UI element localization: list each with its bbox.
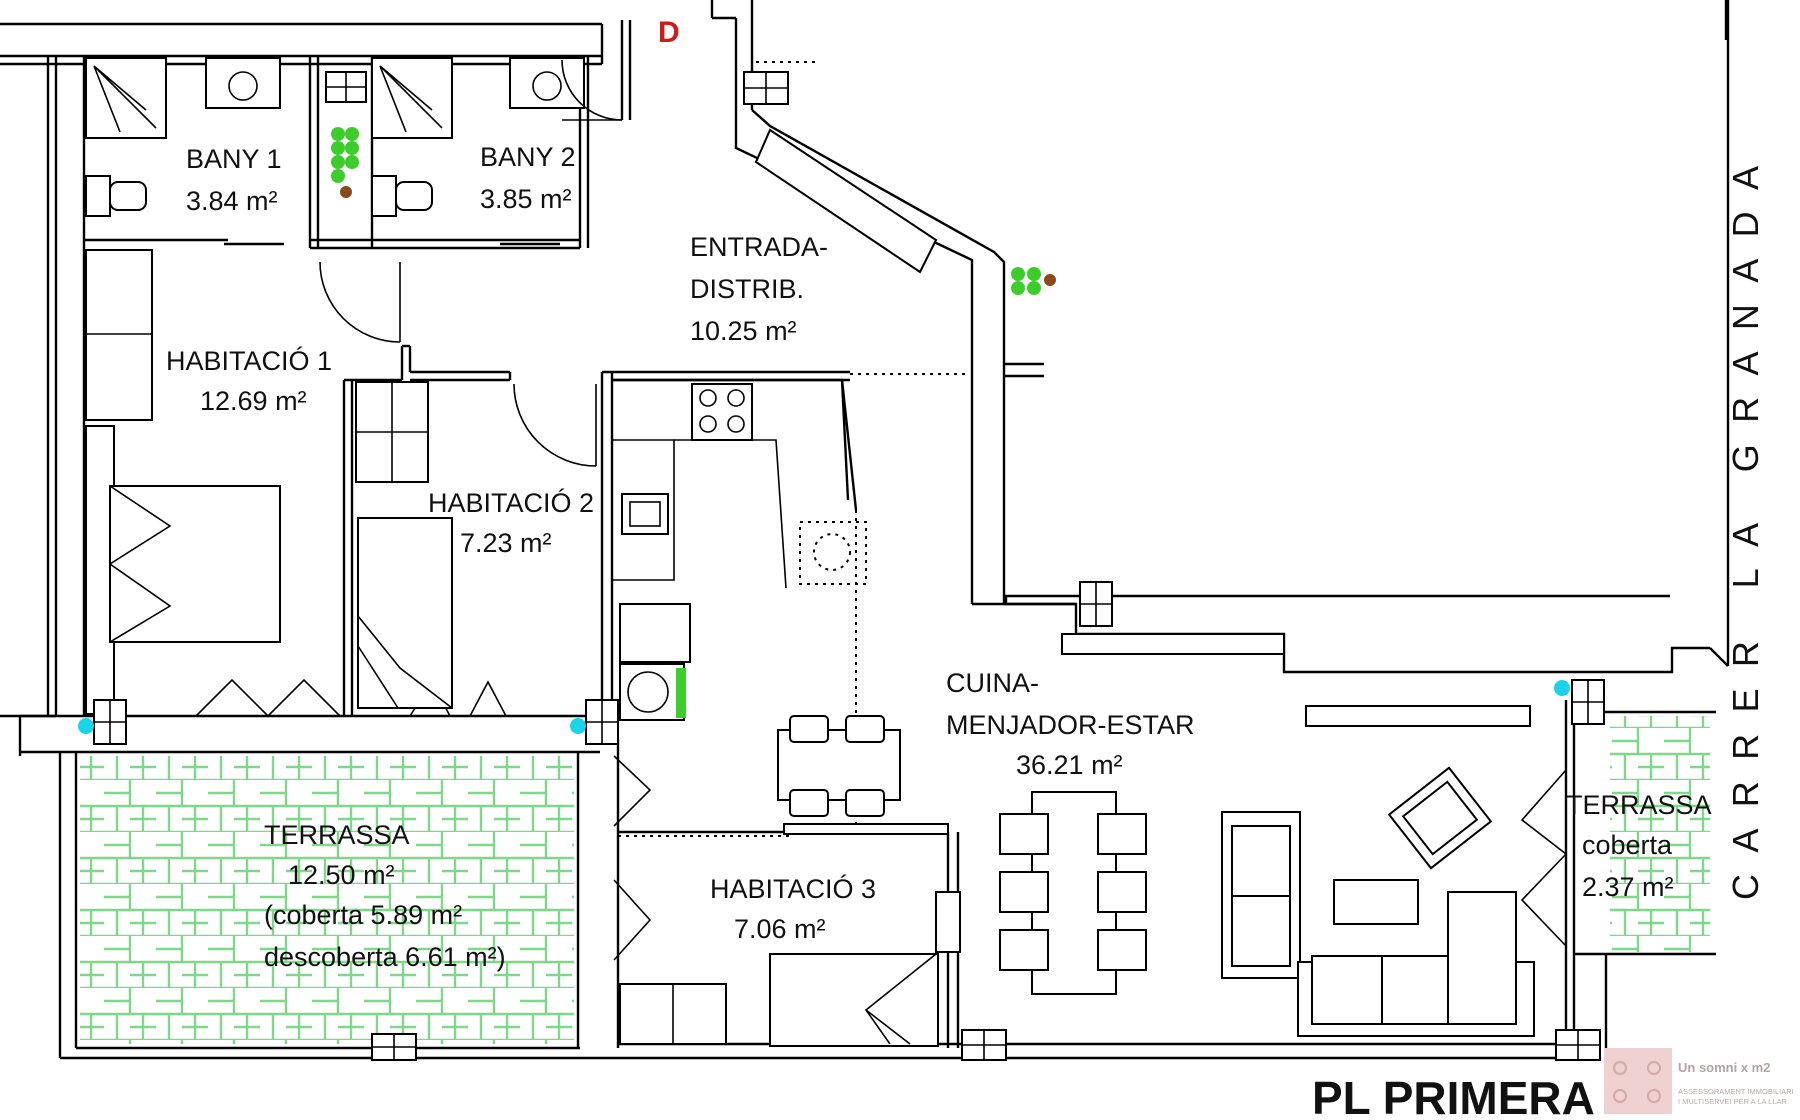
room-label-entrada: ENTRADA- DISTRIB. 10.25 m² [690, 232, 836, 346]
terrace-tiles-right [1610, 716, 1710, 952]
room-labels: BANY 1 3.84 m² BANY 2 3.85 m² ENTRADA- D… [166, 142, 1718, 972]
street-name-label: CARRER LA GRANADA [1725, 166, 1766, 900]
room-label-terrassa2: TERRASSA coberta 2.37 m² [1566, 790, 1718, 902]
room-label-hab1: HABITACIÓ 1 12.69 m² [166, 345, 340, 416]
room-label-hab3: HABITACIÓ 3 7.06 m² [710, 873, 884, 944]
watermark-tagline-1: ASSESSORAMENT IMMOBILIARI [1678, 1087, 1794, 1096]
walls [0, 0, 1730, 1060]
door-mark: D [658, 16, 680, 49]
room-label-hab2: HABITACIÓ 2 7.23 m² [428, 487, 602, 558]
room-label-cuina: CUINA- MENJADOR-ESTAR 36.21 m² [946, 668, 1202, 780]
room-label-bany1: BANY 1 3.84 m² [186, 144, 289, 216]
terrace-tiles-left [80, 756, 574, 1044]
room-label-bany2: BANY 2 3.85 m² [480, 142, 583, 214]
watermark-tagline-2: I MULTISERVEI PER A LA LLAR [1678, 1097, 1788, 1106]
bathroom-fixtures [85, 57, 585, 246]
room-label-terrassa1: TERRASSA 12.50 m² (coberta 5.89 m² desco… [264, 820, 506, 972]
shafts [78, 61, 1605, 1061]
furniture [85, 249, 1535, 1047]
watermark-logo: Un somni x m2 ASSESSORAMENT IMMOBILIARI … [1602, 1048, 1800, 1120]
plant-icons [331, 127, 1056, 295]
floor-label: PL PRIMERA [1312, 1072, 1595, 1120]
watermark-brand: Un somni x m2 [1678, 1060, 1770, 1075]
